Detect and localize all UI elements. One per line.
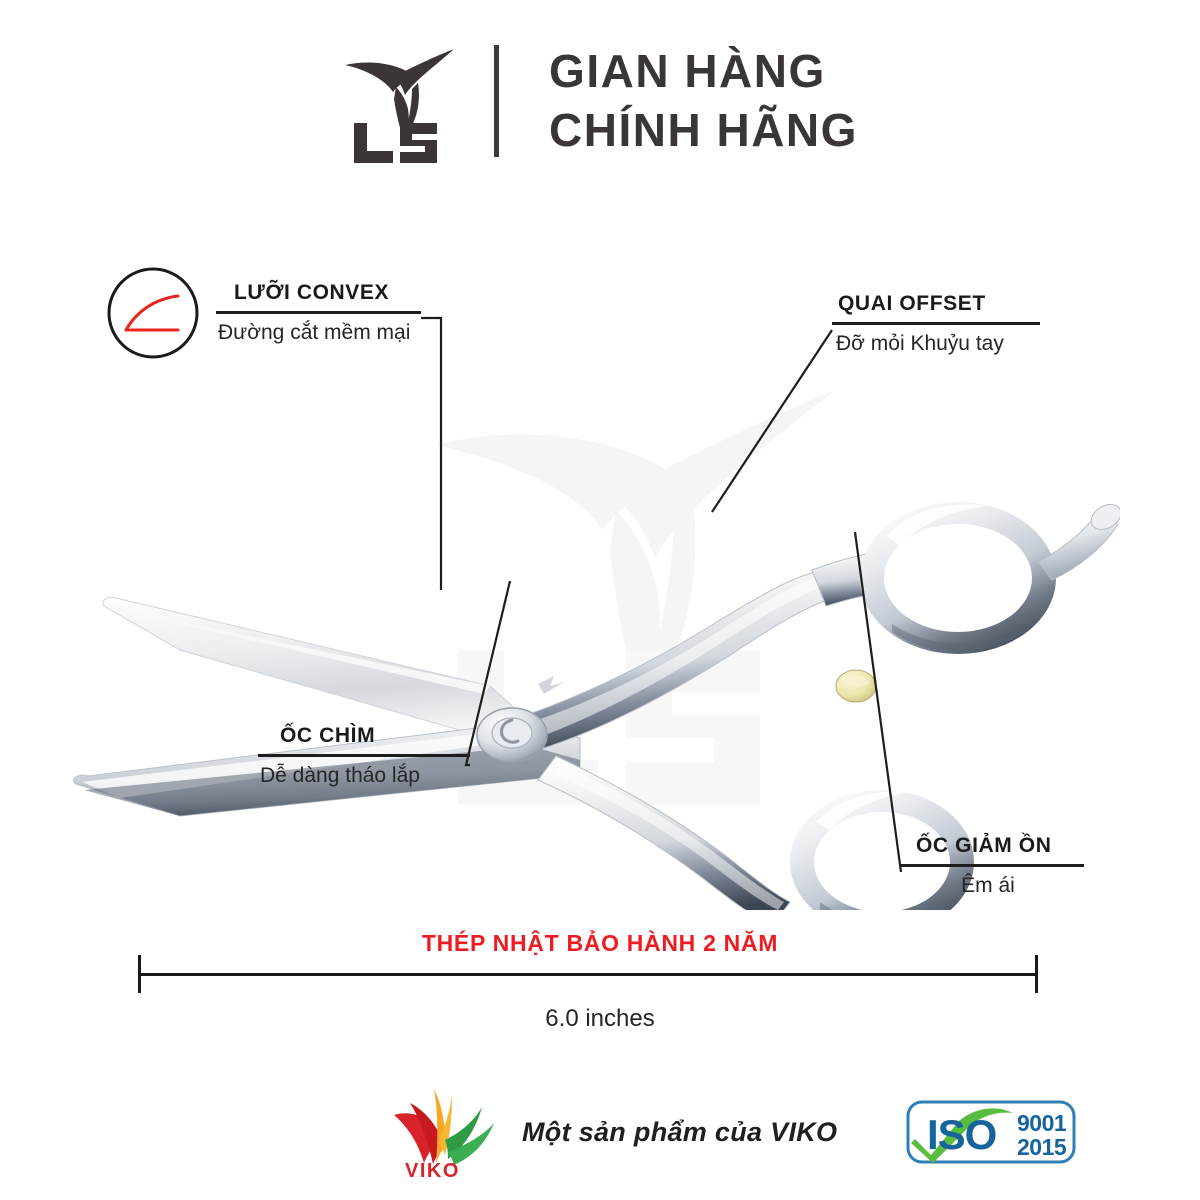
finger-rest-tang — [1037, 504, 1120, 581]
callout-flush-screw: ỐC CHÌM Dễ dàng tháo lắp — [258, 724, 470, 789]
header-banner: GIAN HÀNG CHÍNH HÃNG — [0, 28, 1200, 173]
callout-noise-subtitle: Êm ái — [961, 873, 1015, 897]
convex-blade-icon — [107, 267, 199, 359]
callout-convex-title: LƯỠI CONVEX — [234, 281, 390, 304]
iso-brand-text: ISO — [927, 1111, 996, 1158]
noise-damper-screw — [835, 669, 877, 703]
footer-bar: VIKO Một sản phẩm của VIKO ISO 9001 2015 — [0, 1085, 1200, 1195]
viko-bird-logo-icon: VIKO — [394, 1089, 494, 1180]
callout-screw-subtitle: Dễ dàng tháo lắp — [260, 763, 420, 787]
callout-convex-rule — [216, 311, 421, 314]
viko-wordmark: VIKO — [405, 1160, 460, 1180]
dimension-line — [138, 955, 1038, 995]
callout-screw-rule — [258, 754, 470, 757]
callout-screw-title: ỐC CHÌM — [280, 724, 376, 747]
dimension-tick-right — [1035, 955, 1038, 993]
callout-noise-rule — [900, 864, 1084, 867]
header-title-group: GIAN HÀNG CHÍNH HÃNG — [533, 44, 858, 157]
header-title-line-2: CHÍNH HÃNG — [549, 103, 858, 156]
product-stage — [0, 200, 1200, 930]
iso-standard-text: 9001 — [1017, 1110, 1067, 1136]
callout-offset-handle: QUAI OFFSET Đỡ mỏi Khuỷu tay — [832, 292, 1040, 357]
iso-year-text: 2015 — [1017, 1134, 1067, 1160]
callout-convex-subtitle: Đường cắt mềm mại — [218, 320, 411, 344]
scissors-product-image — [73, 502, 1120, 910]
warranty-text: THÉP NHẬT BẢO HÀNH 2 NĂM — [421, 930, 779, 956]
callout-offset-subtitle: Đỡ mỏi Khuỷu tay — [836, 331, 1004, 355]
viko-tagline: Một sản phẩm của VIKO — [522, 1117, 838, 1147]
dimension-tick-left — [138, 955, 141, 993]
flush-pivot-screw — [476, 707, 548, 763]
upper-finger-ring — [860, 502, 1056, 654]
iso-certification-badge-icon: ISO 9001 2015 — [906, 1100, 1076, 1164]
callout-offset-rule — [832, 322, 1040, 325]
dimension-label: 6.0 inches — [545, 1005, 655, 1032]
header-title-line-1: GIAN HÀNG — [549, 45, 826, 98]
header-divider — [494, 44, 500, 157]
dimension-rule — [138, 973, 1038, 976]
callout-convex-blade: LƯỠI CONVEX Đường cắt mềm mại — [216, 281, 421, 346]
callout-noise-title: ỐC GIẢM ỒN — [916, 834, 1052, 857]
callout-offset-title: QUAI OFFSET — [838, 292, 986, 315]
viko-brand-block: VIKO Một sản phẩm của VIKO — [390, 1085, 837, 1180]
ls-bird-logo-icon — [345, 48, 455, 163]
callout-noise-damper: ỐC GIẢM ỒN Êm ái — [900, 834, 1084, 899]
